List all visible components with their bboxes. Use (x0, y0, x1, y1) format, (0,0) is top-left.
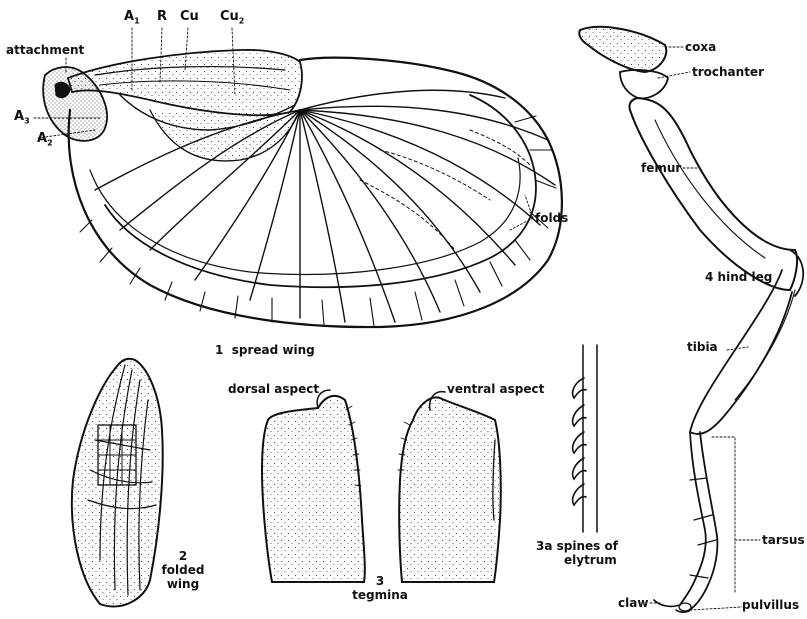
spread-wing-caption: 1 spread wing (215, 344, 355, 358)
coxa-label: coxa (685, 41, 716, 53)
tegmen-ventral (399, 397, 501, 582)
folded-wing-figure (72, 359, 163, 607)
trochanter-label: trochanter (692, 66, 764, 78)
coxa (579, 27, 666, 72)
hind-leg-figure (579, 27, 803, 612)
a1-vein-label: A1 (124, 10, 140, 26)
pulvillus-label: pulvillus (742, 599, 799, 611)
attachment-label: attachment (6, 44, 84, 56)
ventral-aspect-label: ventral aspect (447, 383, 544, 395)
cu-vein-label: Cu (180, 10, 199, 23)
elytrum-spines-caption: 3a spines of elytrum (536, 540, 636, 568)
tarsus (680, 432, 706, 605)
dorsal-aspect-label: dorsal aspect (228, 383, 319, 395)
tegmina-figure (262, 390, 501, 582)
trochanter (620, 70, 668, 98)
femur-label: femur (641, 162, 681, 174)
folded-wing-caption: 2 folded wing (158, 550, 208, 591)
elytrum-spine (573, 378, 586, 505)
claw-label: claw (618, 597, 648, 609)
tarsus-label: tarsus (762, 534, 805, 546)
elytrum-spines-figure (573, 345, 597, 532)
pulvillus (679, 603, 691, 611)
hind-leg-caption: 4 hind leg (705, 271, 805, 285)
tibia-label: tibia (687, 341, 718, 353)
cu2-vein-label: Cu2 (220, 10, 244, 26)
a2-vein-label: A2 (37, 132, 53, 148)
r-vein-label: R (157, 10, 167, 23)
tegmen-dorsal (262, 396, 365, 582)
tegmina-caption: 3 tegmina (345, 575, 415, 603)
femur (629, 98, 797, 290)
folds-label: folds (535, 212, 568, 224)
a3-vein-label: A3 (14, 110, 30, 126)
spread-wing-figure (34, 28, 562, 327)
